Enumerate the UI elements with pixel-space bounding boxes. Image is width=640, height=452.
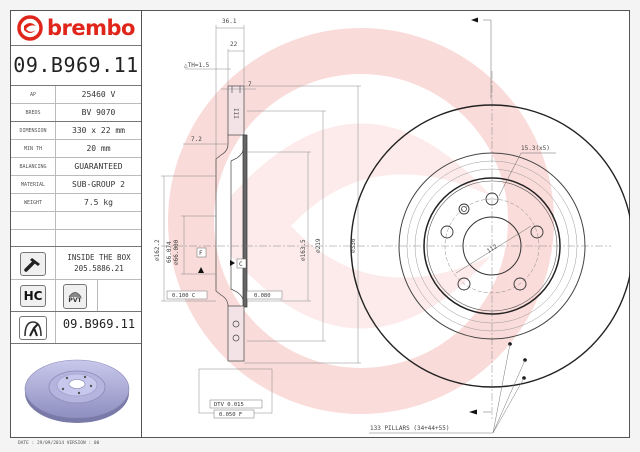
spec-row-min-th: MIN TH 20 mm bbox=[11, 140, 141, 158]
brand-logo: brembo bbox=[11, 11, 141, 46]
spec-label: AP bbox=[11, 86, 56, 103]
dimension-labels: 36.1 22 △TH=1.5 7 7.2 ⌀162.2 66.074 ⌀66.… bbox=[154, 18, 357, 265]
disc-type-badge bbox=[19, 316, 47, 340]
dimension-lines bbox=[161, 25, 611, 421]
inside-box-text: INSIDE THE BOX 205.5886.21 bbox=[57, 252, 141, 274]
spec-row-breds: BREDS BV 9070 bbox=[11, 104, 141, 122]
spec-value: 20 mm bbox=[86, 144, 111, 153]
bolt-holes bbox=[440, 192, 544, 291]
dim-thickness: 22 bbox=[230, 41, 238, 48]
tol-dtv: DTV 0.015 bbox=[214, 402, 244, 408]
spec-row-weight: WEIGHT 7.5 kg bbox=[11, 194, 141, 212]
dim-center-bore-b: ⌀66.000 bbox=[173, 239, 180, 265]
bottom-part-number: 09.B969.11 bbox=[62, 317, 136, 331]
pvt-icon bbox=[68, 291, 82, 297]
footer-date-version: DATE : 29/09/2014 VERSION : 00 bbox=[18, 441, 100, 446]
dim-vane: 7 bbox=[248, 81, 252, 88]
dim-flange: 7.2 bbox=[191, 136, 202, 143]
pvt-label: PVT bbox=[68, 296, 82, 304]
pvt-badge: PVT bbox=[63, 284, 87, 309]
spec-value: GUARANTEED bbox=[74, 162, 123, 171]
pillars-label: 133 PILLARS (34+44+55) bbox=[370, 425, 449, 432]
brand-name: brembo bbox=[47, 16, 135, 40]
pcd-label: 112 bbox=[486, 243, 499, 255]
tolerance-frames: 0.100 C 0.080 DTV 0.015 0.050 F bbox=[166, 290, 283, 419]
spec-label: DIMENSION bbox=[11, 122, 56, 139]
disc-front-view bbox=[350, 17, 630, 434]
technical-drawing: III 36.1 22 △TH=1.5 7 7.2 ⌀162.2 bbox=[154, 17, 630, 434]
spec-panel: brembo 09.B969.11 AP 25460 V BREDS BV 9070… bbox=[11, 11, 142, 437]
spec-label: MIN TH bbox=[11, 140, 56, 157]
spec-value: 7.5 kg bbox=[84, 198, 113, 207]
spec-row-balancing: BALANCING GUARANTEED bbox=[11, 158, 141, 176]
dim-overall-width: 36.1 bbox=[222, 18, 237, 25]
spec-value: 25460 V bbox=[81, 90, 116, 99]
inside-box-label: INSIDE THE BOX bbox=[67, 253, 131, 262]
spec-row-material: MATERIAL SUB-GROUP 2 bbox=[11, 176, 141, 194]
spec-label: MATERIAL bbox=[11, 176, 56, 193]
vented-disc-icon bbox=[24, 321, 42, 337]
spec-label: BALANCING bbox=[11, 158, 56, 175]
screw-badge bbox=[20, 252, 46, 276]
inside-box-row bbox=[11, 247, 141, 280]
bolt-hole-label: 15.3(x5) bbox=[521, 145, 550, 152]
dim-min-th: △TH=1.5 bbox=[184, 62, 210, 69]
brembo-watermark-icon bbox=[168, 28, 554, 414]
front-view-labels: 15.3(x5) 112 133 PILLARS (34+44+55) bbox=[370, 145, 550, 432]
hc-badge: HC bbox=[20, 285, 46, 307]
disc-cross-section: III bbox=[215, 85, 248, 362]
svg-text:III: III bbox=[232, 108, 239, 119]
spec-value: BV 9070 bbox=[81, 108, 116, 117]
dim-hat-diameter: ⌀162.2 bbox=[154, 239, 161, 261]
spec-row-dimension: DIMENSION 330 x 22 mm bbox=[11, 122, 141, 140]
drawing-sheet: brembo 09.B969.11 AP 25460 V BREDS BV 9070… bbox=[10, 10, 630, 438]
badge-row bbox=[11, 280, 141, 312]
dim-330: ⌀330 bbox=[350, 238, 357, 253]
dim-inner-friction: ⌀163.5 bbox=[300, 239, 307, 261]
disc-product-image bbox=[24, 359, 130, 423]
spec-row-empty bbox=[11, 230, 141, 247]
spec-label: WEIGHT bbox=[11, 194, 56, 211]
spec-label: BREDS bbox=[11, 104, 56, 121]
tol-left: 0.100 C bbox=[172, 293, 195, 299]
datum-c: C bbox=[239, 261, 243, 268]
tol-runout: 0.050 F bbox=[219, 412, 242, 418]
spec-value: 330 x 22 mm bbox=[72, 126, 125, 135]
tol-right: 0.080 bbox=[254, 293, 271, 299]
spec-row-ap: AP 25460 V bbox=[11, 86, 141, 104]
part-ref-row bbox=[11, 312, 141, 344]
spec-row-empty bbox=[11, 212, 141, 230]
part-number: 09.B969.11 bbox=[11, 45, 141, 86]
dim-219: ⌀219 bbox=[315, 238, 322, 253]
dim-center-bore-a: 66.074 bbox=[166, 241, 173, 263]
inside-box-part: 205.5886.21 bbox=[74, 264, 124, 273]
datum-markers: F C bbox=[196, 247, 247, 273]
datum-f: F bbox=[199, 250, 203, 257]
brembo-logo-icon bbox=[17, 15, 43, 41]
screw-icon bbox=[24, 258, 40, 272]
spec-value: SUB-GROUP 2 bbox=[72, 180, 125, 189]
